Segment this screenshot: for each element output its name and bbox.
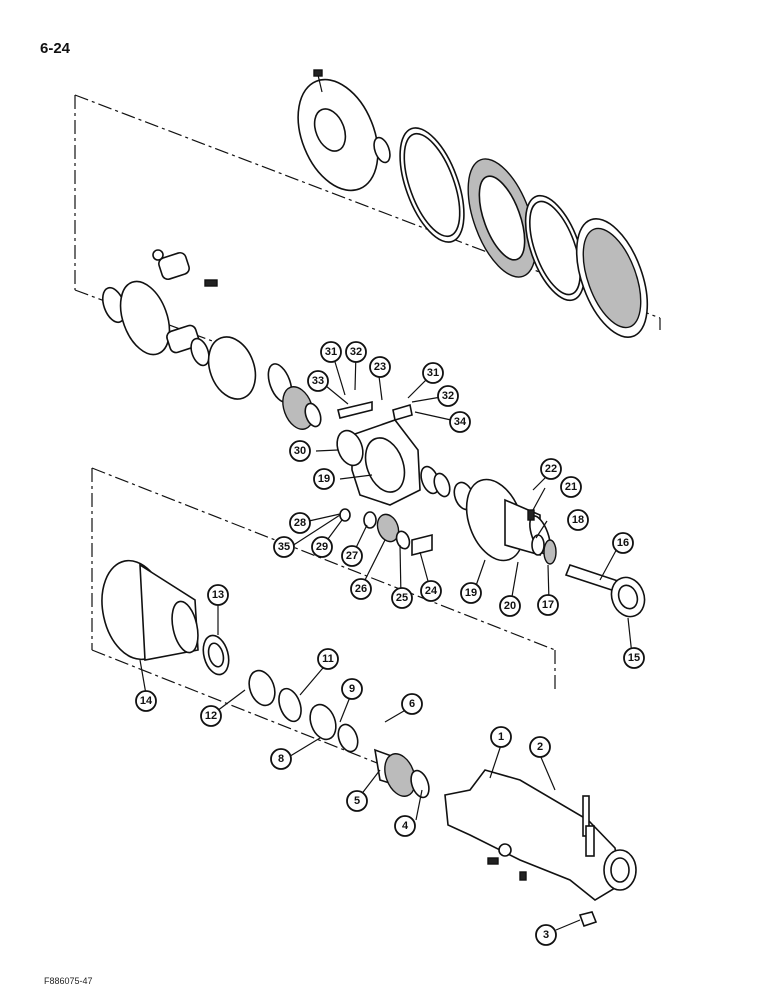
drive-shaft (564, 564, 646, 618)
svg-text:28: 28 (294, 517, 306, 529)
svg-text:1: 1 (498, 731, 504, 743)
callout-35: 35 (273, 536, 295, 558)
callout-34: 34 (449, 411, 471, 433)
svg-text:19: 19 (465, 587, 477, 599)
callout-11: 11 (317, 648, 339, 670)
callout-21: 21 (560, 476, 582, 498)
carrier-housing (336, 400, 421, 506)
svg-text:8: 8 (278, 753, 284, 765)
callout-14: 14 (135, 690, 157, 712)
callout-19-lower: 19 (460, 582, 482, 604)
bearing-cone (202, 634, 230, 676)
callout-16: 16 (612, 532, 634, 554)
sun-gear-carrier (190, 336, 322, 430)
callout-25: 25 (391, 587, 413, 609)
callout-29: 29 (311, 536, 333, 558)
callout-4: 4 (394, 815, 416, 837)
callout-12: 12 (200, 705, 222, 727)
callout-20: 20 (499, 595, 521, 617)
svg-text:29: 29 (316, 541, 328, 553)
callout-26: 26 (350, 578, 372, 600)
callout-19-upper: 19 (313, 468, 335, 490)
svg-text:14: 14 (140, 695, 153, 707)
svg-text:16: 16 (617, 537, 629, 549)
callout-9: 9 (341, 678, 363, 700)
svg-text:24: 24 (425, 585, 438, 597)
figure-code: F886075-47 (44, 976, 93, 986)
svg-text:34: 34 (454, 416, 467, 428)
axle-housing (444, 769, 637, 901)
svg-text:11: 11 (322, 653, 334, 665)
callout-1: 1 (490, 726, 512, 748)
svg-text:35: 35 (278, 541, 290, 553)
callout-32-left: 32 (345, 341, 367, 363)
svg-text:4: 4 (402, 820, 409, 832)
svg-text:2: 2 (537, 741, 543, 753)
callout-28: 28 (289, 512, 311, 534)
callout-2: 2 (529, 736, 551, 758)
callout-17: 17 (537, 594, 559, 616)
callout-6: 6 (401, 693, 423, 715)
planet-carrier-cover (297, 69, 379, 192)
svg-text:21: 21 (565, 481, 577, 493)
svg-text:33: 33 (312, 375, 324, 387)
svg-text:20: 20 (504, 600, 516, 612)
large-seal-ring (399, 127, 465, 243)
wheel-housing (101, 559, 199, 661)
callout-30: 30 (289, 440, 311, 462)
svg-text:30: 30 (294, 445, 306, 457)
svg-text:25: 25 (396, 592, 408, 604)
callout-3: 3 (535, 924, 557, 946)
svg-text:22: 22 (545, 463, 557, 475)
svg-text:23: 23 (374, 361, 386, 373)
svg-text:31: 31 (325, 346, 337, 358)
callout-31-left: 31 (320, 341, 342, 363)
callout-15: 15 (623, 647, 645, 669)
callout-33: 33 (307, 370, 329, 392)
callout-18: 18 (567, 509, 589, 531)
callout-31-right: 31 (422, 362, 444, 384)
svg-text:3: 3 (543, 929, 549, 941)
nut (578, 911, 598, 928)
svg-text:18: 18 (572, 514, 584, 526)
o-ring (337, 723, 359, 753)
snap-ring-top (373, 136, 391, 164)
svg-text:26: 26 (355, 583, 367, 595)
callout-5: 5 (346, 790, 368, 812)
svg-text:31: 31 (427, 367, 439, 379)
svg-text:12: 12 (205, 710, 217, 722)
small-gear-group (339, 508, 557, 565)
planet-carrier (101, 249, 218, 356)
svg-text:27: 27 (346, 550, 358, 562)
svg-text:13: 13 (212, 589, 224, 601)
svg-text:5: 5 (354, 795, 360, 807)
bearing-cup (248, 669, 276, 707)
callout-8: 8 (270, 748, 292, 770)
callout-24: 24 (420, 580, 442, 602)
snap-ring (278, 687, 302, 723)
svg-text:19: 19 (318, 473, 330, 485)
callout-22: 22 (540, 458, 562, 480)
svg-text:6: 6 (409, 698, 415, 710)
svg-text:32: 32 (350, 346, 362, 358)
spindle (373, 748, 430, 799)
inner-bearing (309, 703, 337, 741)
svg-text:15: 15 (628, 652, 640, 664)
callout-13: 13 (207, 584, 229, 606)
callout-27: 27 (341, 545, 363, 567)
page-number: 6-24 (40, 40, 71, 57)
svg-text:17: 17 (542, 599, 554, 611)
callout-23: 23 (369, 356, 391, 378)
svg-text:9: 9 (349, 683, 355, 695)
callout-32-right: 32 (437, 385, 459, 407)
svg-text:32: 32 (442, 390, 454, 402)
ring-gear-hub (467, 158, 537, 278)
ring-gear (575, 218, 649, 338)
